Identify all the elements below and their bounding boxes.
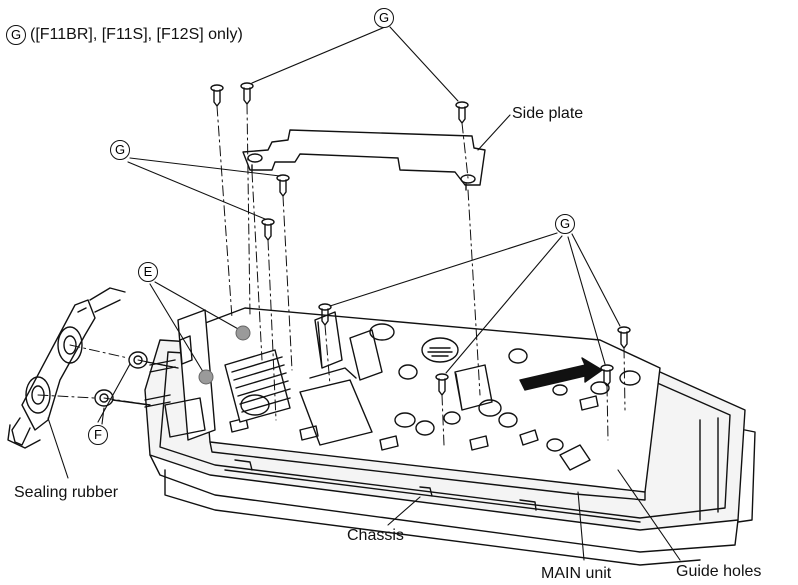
leader-lines (47, 26, 681, 561)
sealing-rubber-label: Sealing rubber (14, 484, 119, 501)
e-marker-dot-1 (235, 325, 251, 341)
f-marker: F (88, 425, 108, 445)
g-marker-note: G (6, 25, 26, 45)
alignment-lines (37, 103, 626, 446)
e-marker-dot-2 (198, 369, 214, 385)
screws (210, 82, 631, 396)
side-plate-label: Side plate (512, 105, 584, 122)
g-marker-top: G (374, 8, 394, 28)
main-unit-board (144, 307, 661, 501)
chassis-label: Chassis (347, 527, 404, 544)
g-marker-right: G (555, 214, 575, 234)
g-note-label: ([F11BR], [F11S], [F12S] only) (30, 26, 243, 43)
side-plate (242, 129, 486, 191)
e-marker: E (138, 262, 158, 282)
guide-holes-label: Guide holes (676, 563, 762, 580)
g-marker-left: G (110, 140, 130, 160)
main-unit-label: MAIN unit (541, 565, 612, 582)
